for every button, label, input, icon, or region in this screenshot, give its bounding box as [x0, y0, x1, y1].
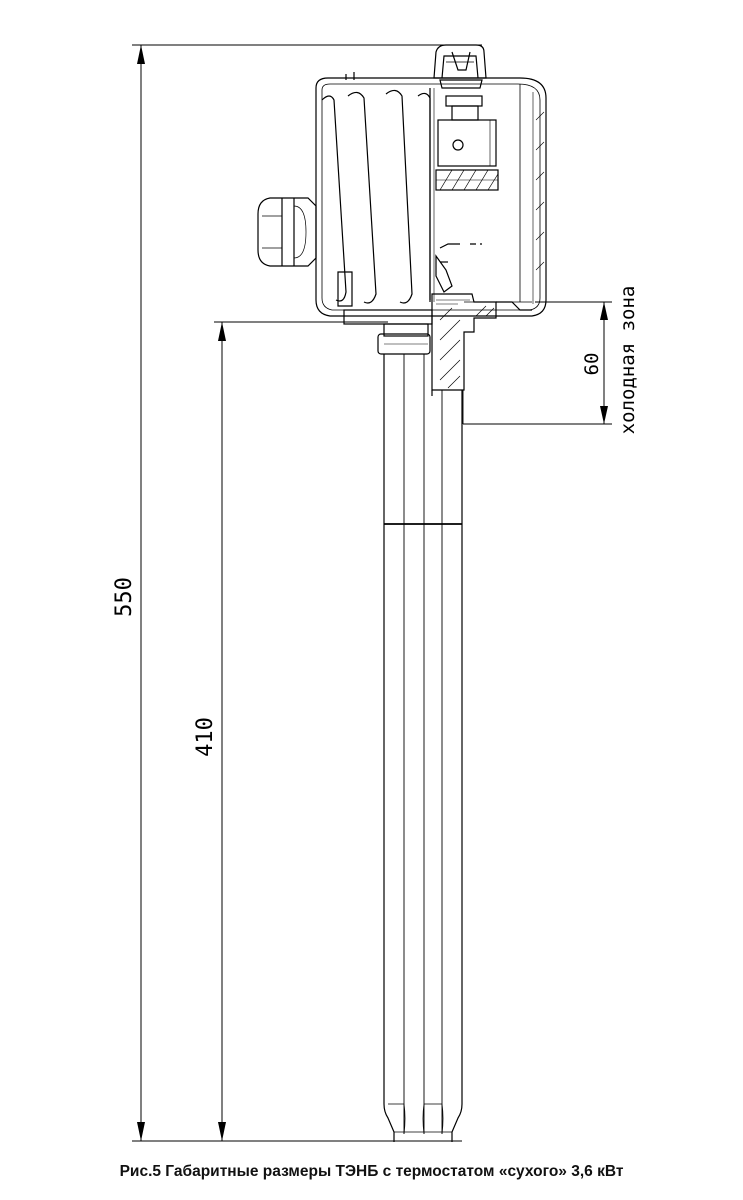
mounting-flange	[343, 293, 532, 391]
cable-gland	[257, 197, 317, 267]
dimension-550: 550	[112, 44, 482, 1142]
dimension-60-cold-zone: 60 холодная зона	[462, 286, 639, 435]
dimension-550-label: 550	[112, 577, 137, 617]
dimension-410-label: 410	[193, 717, 218, 757]
thermostat-knob	[433, 44, 487, 89]
dimension-410: 410	[193, 321, 388, 1141]
terminal-housing	[315, 72, 547, 317]
technical-drawing: 550 410 60 холодная зона	[112, 44, 639, 1142]
cold-zone-label: холодная зона	[617, 286, 639, 435]
dimension-60-label: 60	[581, 353, 603, 376]
figure-caption: Рис.5 Габаритные размеры ТЭНБ с термоста…	[119, 1163, 624, 1180]
heating-element	[383, 354, 463, 1142]
